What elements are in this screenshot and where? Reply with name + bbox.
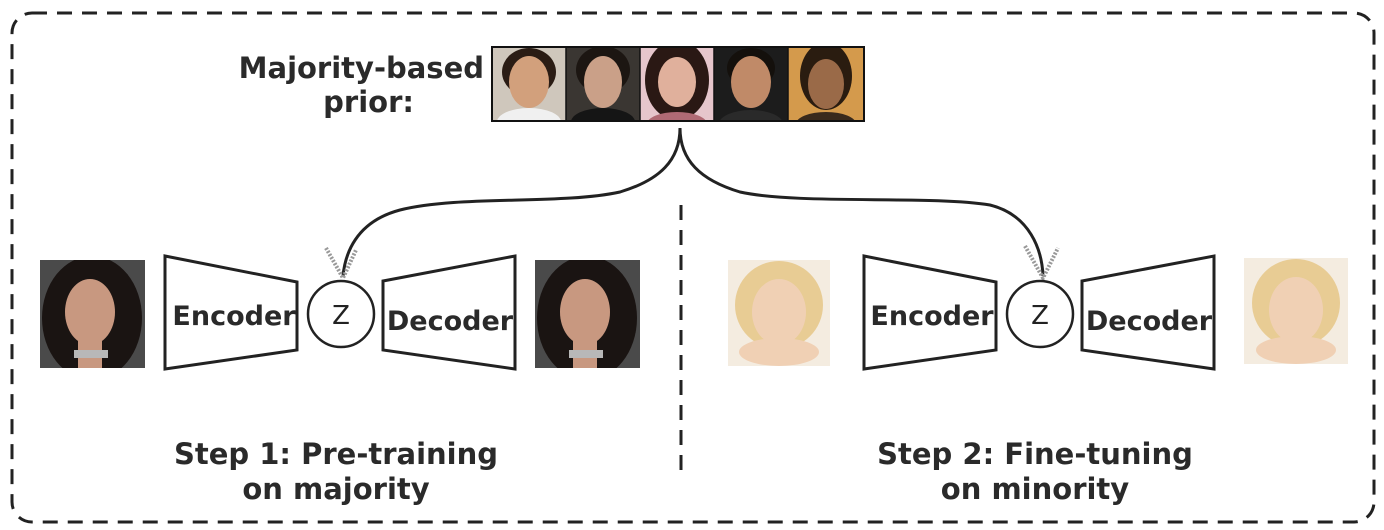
prior-face-1 bbox=[492, 47, 566, 121]
prior-arrowhead-right bbox=[1023, 245, 1060, 283]
step1-title-line1: Step 1: Pre-training bbox=[174, 437, 498, 471]
step2-encoder-label: Encoder bbox=[870, 301, 994, 332]
step1-encoder-shape bbox=[163, 254, 299, 371]
step1-decoder-label: Decoder bbox=[387, 306, 514, 337]
step1-latent-label: Z bbox=[332, 301, 350, 331]
prior-face-4 bbox=[714, 47, 788, 121]
step1-latent-circle bbox=[306, 279, 376, 349]
step1-input-skin bbox=[65, 279, 115, 345]
prior-label-line1: Majority-based bbox=[239, 51, 484, 85]
step2-encoder-shape bbox=[862, 254, 998, 371]
prior-arrowhead-left bbox=[324, 247, 358, 283]
step2-input-hands bbox=[739, 338, 819, 366]
prior-connector-left bbox=[341, 127, 682, 277]
step2-input-skin bbox=[752, 279, 806, 345]
step2-output-skin bbox=[1269, 277, 1323, 343]
step2-title-line1: Step 2: Fine-tuning bbox=[877, 437, 1193, 471]
prior-face-5 bbox=[788, 47, 864, 121]
prior-face-strip bbox=[491, 46, 865, 122]
step1-input-image bbox=[40, 260, 145, 368]
step2-output-hands bbox=[1256, 336, 1336, 364]
prior-label-line2: prior: bbox=[323, 85, 414, 119]
prior-connector-right bbox=[678, 127, 1045, 277]
step1-output-skin bbox=[560, 279, 610, 345]
step1-title-line2: on majority bbox=[242, 472, 429, 506]
step2-title-line2: on minority bbox=[941, 472, 1129, 506]
prior-face-3 bbox=[640, 47, 714, 121]
step2-decoder-shape bbox=[1080, 254, 1216, 371]
step2-output-image bbox=[1244, 258, 1348, 364]
step2-latent-circle bbox=[1005, 279, 1075, 349]
step2-decoder-label: Decoder bbox=[1086, 306, 1213, 337]
step1-encoder-label: Encoder bbox=[172, 301, 296, 332]
prior-face-2 bbox=[566, 47, 640, 121]
step1-output-image bbox=[535, 260, 640, 368]
step1-decoder-shape bbox=[381, 254, 517, 371]
outer-dashed-frame bbox=[10, 11, 1376, 524]
step2-input-image bbox=[728, 260, 830, 366]
step2-latent-label: Z bbox=[1031, 301, 1049, 331]
